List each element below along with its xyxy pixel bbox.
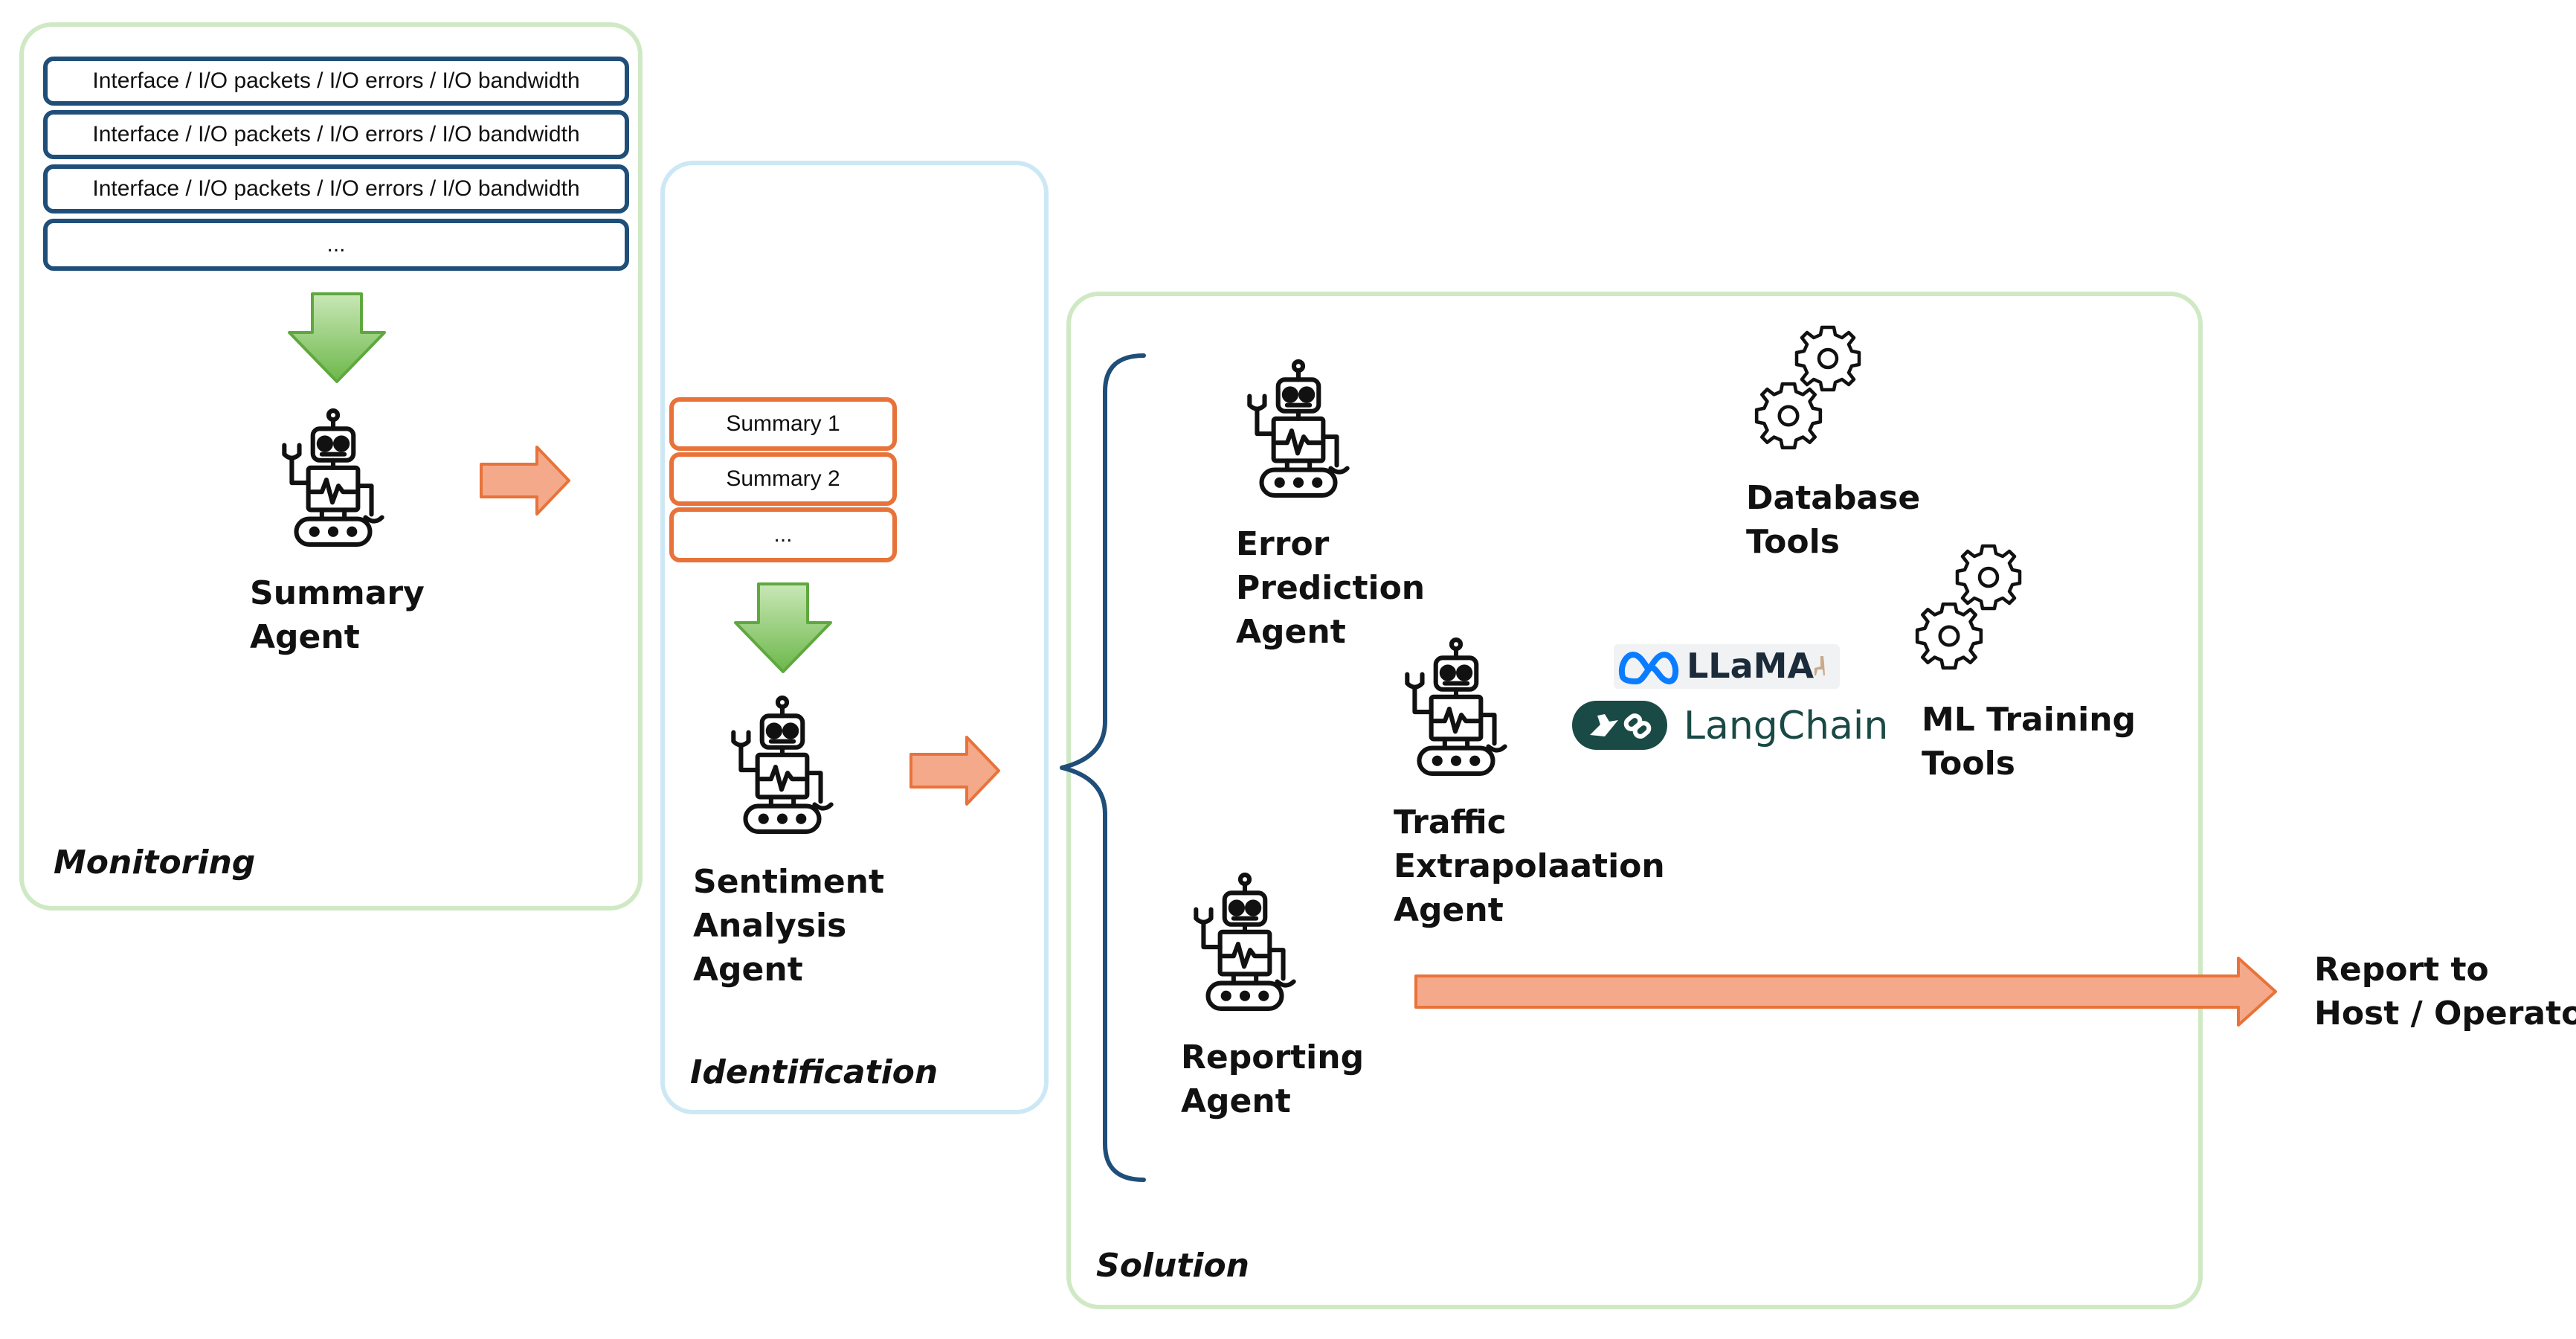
label-line: Extrapolaation — [1394, 847, 1665, 885]
monitoring-label: Monitoring — [54, 844, 256, 882]
label-line: Prediction — [1236, 569, 1426, 607]
label-line: Summary — [250, 574, 425, 612]
llama-animal-icon — [1815, 656, 1825, 675]
label-line: Sentiment — [693, 863, 885, 901]
metric-row: Interface / I/O packets / I/O errors / I… — [43, 164, 629, 213]
output-arrow-icon — [1414, 957, 2277, 1027]
gear-icon — [1751, 378, 1826, 454]
robot-agent-icon — [275, 408, 391, 550]
right-arrow-icon — [479, 445, 571, 516]
summary-agent-label: Summary Agent — [250, 571, 425, 659]
right-arrow-icon — [909, 735, 1001, 806]
label-line: Agent — [1181, 1082, 1291, 1120]
reporting-agent-label: Reporting Agent — [1181, 1035, 1364, 1123]
label-line: Reporting — [1181, 1038, 1365, 1076]
identification-label: Identification — [690, 1053, 938, 1091]
error-prediction-agent-label: Error Prediction Agent — [1236, 522, 1425, 654]
down-arrow-icon — [287, 292, 387, 384]
label-line: Agent — [250, 618, 360, 656]
report-output-label: Report to Host / Operator — [2314, 948, 2576, 1035]
summary-row: ... — [669, 507, 897, 562]
solution-panel — [1066, 292, 2203, 1309]
label-line: Analysis — [693, 907, 847, 945]
solution-label: Solution — [1096, 1247, 1249, 1285]
summary-row: Summary 2 — [669, 452, 897, 506]
database-tools-label: Database Tools — [1746, 476, 1920, 564]
label-line: Agent — [1236, 613, 1346, 651]
metric-row: Interface / I/O packets / I/O errors / I… — [43, 110, 629, 159]
down-arrow-icon — [733, 582, 833, 674]
traffic-extrapolation-agent-label: Traffic Extrapolaation Agent — [1394, 800, 1665, 932]
ml-training-tools-label: ML Training Tools — [1922, 698, 2136, 786]
label-line: Traffic — [1394, 803, 1507, 841]
robot-agent-icon — [724, 695, 840, 838]
sentiment-agent-label: Sentiment Analysis Agent — [693, 860, 884, 992]
label-line: Host / Operator — [2314, 995, 2576, 1033]
robot-agent-icon — [1398, 637, 1514, 780]
label-line: Tools — [1922, 745, 2015, 783]
label-line: Error — [1236, 525, 1330, 563]
langchain-text: LangChain — [1684, 704, 1889, 748]
label-line: Database — [1746, 479, 1921, 517]
gear-icon — [1911, 598, 1987, 674]
langchain-logo-badge — [1572, 701, 1667, 750]
label-line: Agent — [1394, 891, 1504, 929]
robot-agent-icon — [1187, 872, 1303, 1015]
label-line: Report to — [2314, 951, 2489, 989]
label-line: Agent — [693, 951, 803, 989]
robot-agent-icon — [1240, 359, 1356, 501]
identification-panel — [660, 161, 1049, 1114]
llama-text: LLaMA — [1687, 646, 1815, 686]
summary-row: Summary 1 — [669, 397, 897, 451]
brace-icon — [1060, 353, 1146, 1182]
meta-logo-icon — [1619, 652, 1678, 684]
label-line: Tools — [1746, 523, 1840, 561]
metric-row: Interface / I/O packets / I/O errors / I… — [43, 57, 629, 106]
langchain-logo-icon — [1590, 713, 1652, 739]
metric-row: ... — [43, 219, 629, 271]
label-line: ML Training — [1922, 701, 2137, 739]
